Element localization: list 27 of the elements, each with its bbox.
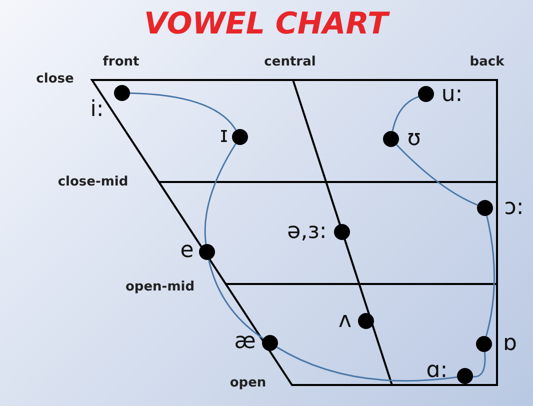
axis-label: back: [470, 54, 504, 70]
vowel-symbol: ʌ: [338, 310, 352, 332]
vowel-curve: [472, 352, 486, 378]
vowel-symbol: ɒ: [503, 333, 517, 355]
vowel-symbol: æ: [234, 331, 256, 353]
axis-label: close-mid: [58, 174, 128, 190]
vowel-symbol: ɑ:: [426, 360, 448, 382]
vowel-symbol: ɔ:: [504, 197, 524, 219]
vowel-symbol: ə,ɜ:: [287, 221, 327, 243]
vowel-symbol: u:: [441, 84, 463, 106]
axis-label: open: [230, 376, 266, 390]
vowel-curve: [485, 216, 495, 336]
axis-label: central: [264, 54, 316, 70]
axis-label: open-mid: [126, 280, 194, 294]
axis-label: close: [36, 72, 74, 86]
vowel-curve: [204, 143, 236, 244]
vowel-symbol: e: [180, 240, 194, 262]
vowel-curve: [392, 96, 419, 132]
vowel-curve: [130, 92, 237, 131]
vowel-curve: [396, 144, 478, 206]
vowel-symbol: ɪ: [220, 125, 228, 147]
axis-label: front: [102, 54, 140, 70]
vowel-symbol: ʊ: [407, 128, 421, 150]
vowel-curve: [208, 260, 264, 340]
vowel-curve: [276, 346, 458, 382]
chart-title: VOWEL CHART: [144, 6, 388, 42]
vowel-symbol: i:: [90, 99, 104, 121]
